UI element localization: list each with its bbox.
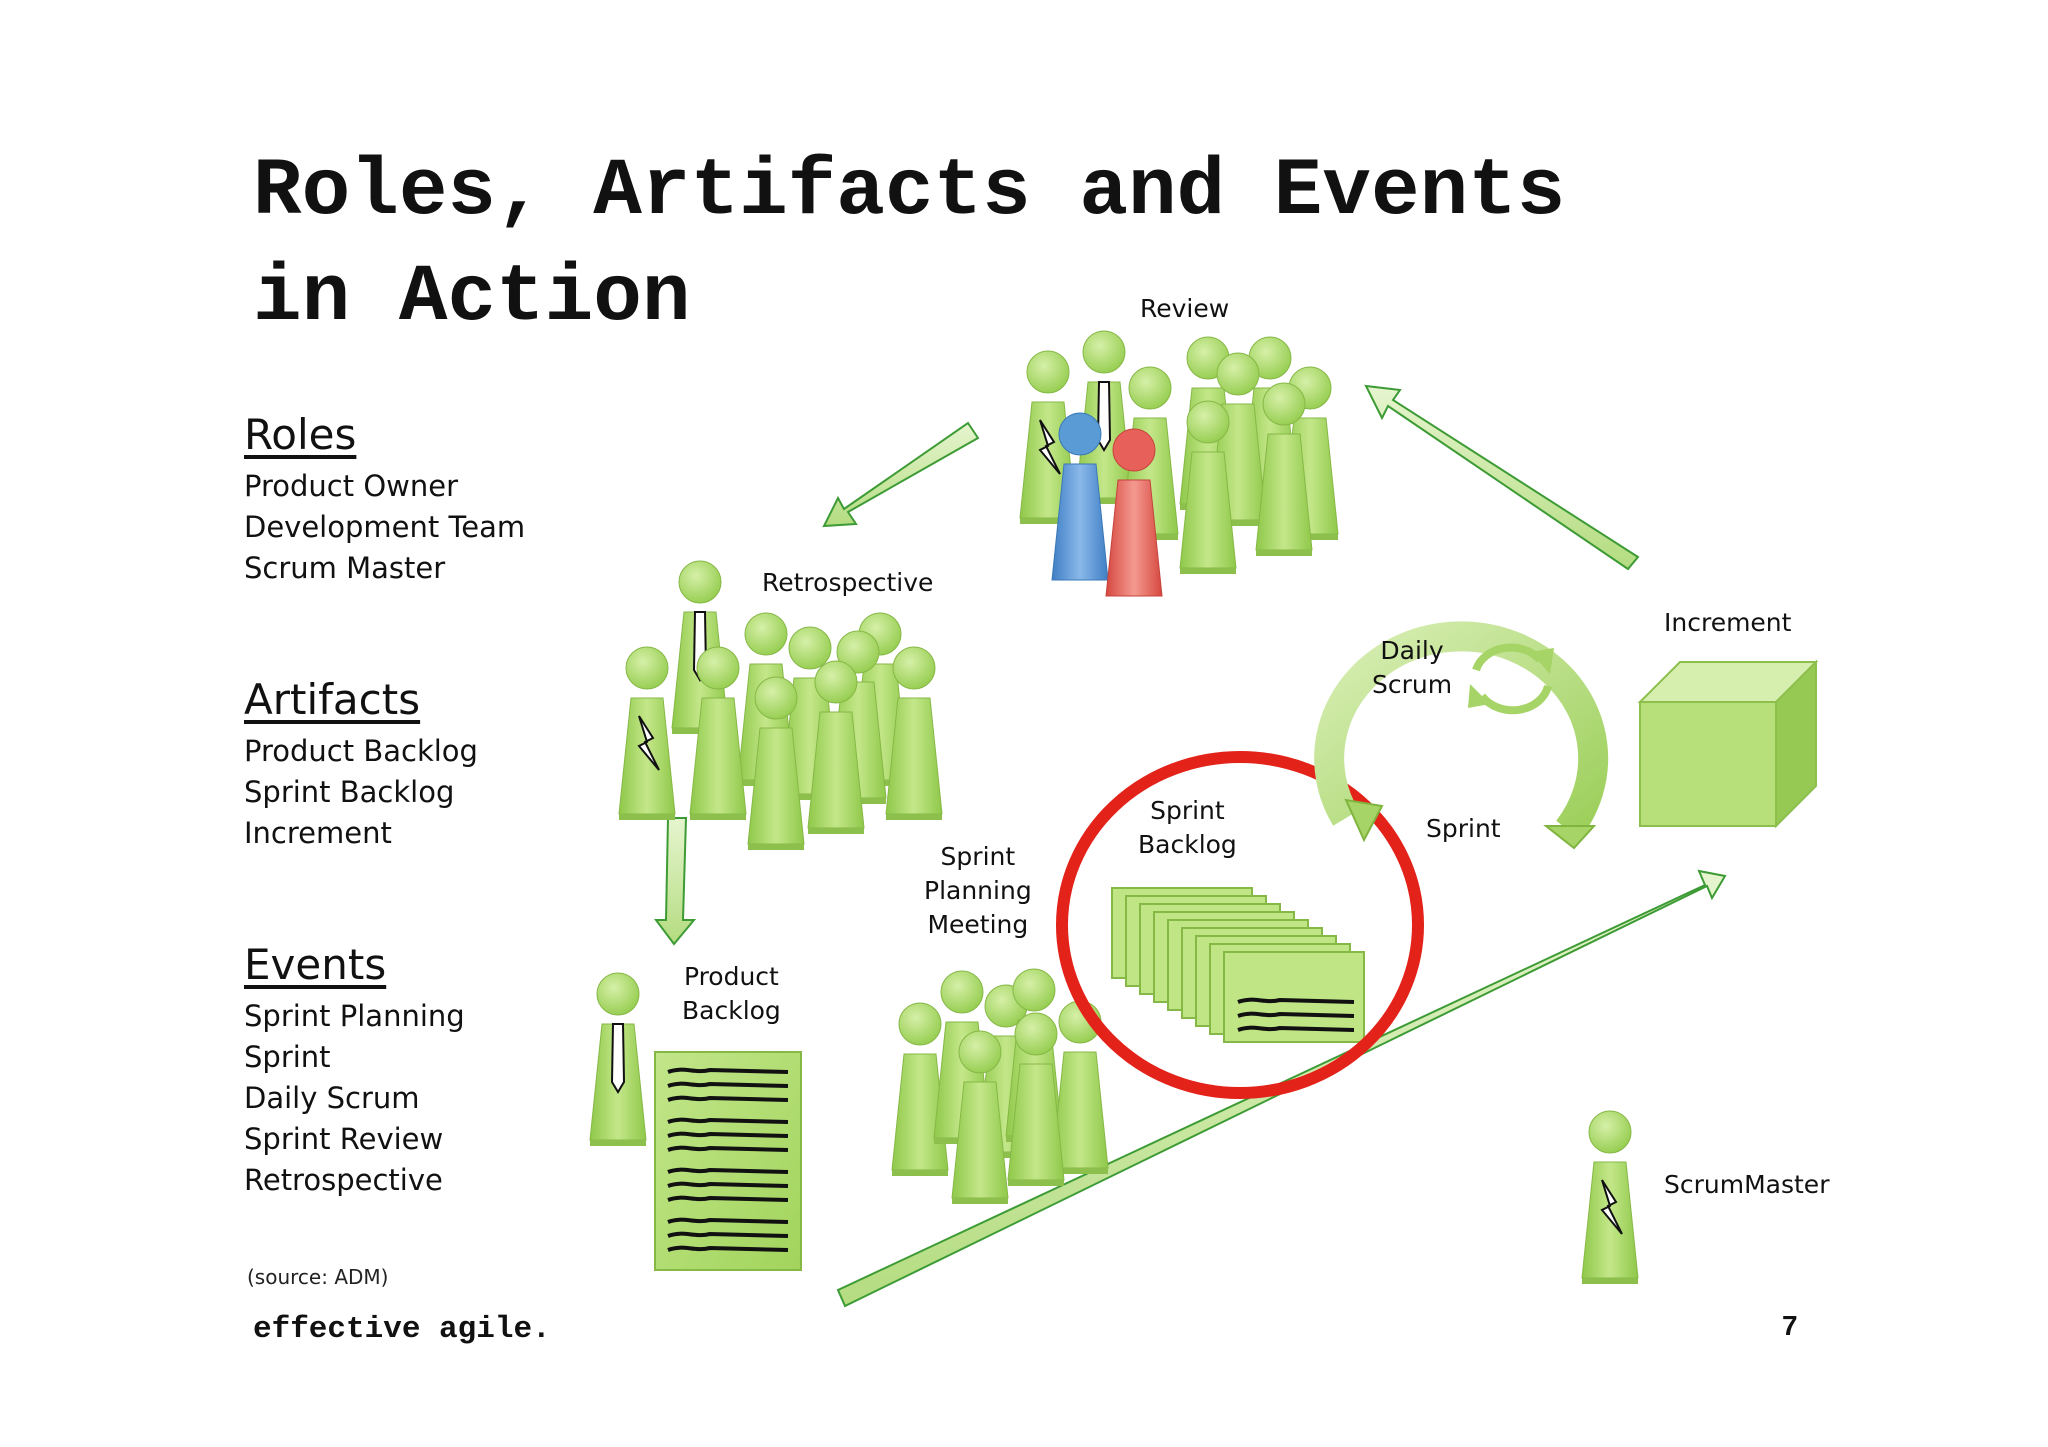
source-note: (source: ADM) (247, 1265, 389, 1289)
events-heading: Events (244, 940, 387, 989)
product-owner-figure (589, 972, 647, 1147)
artifacts-item: Sprint Backlog (244, 775, 455, 809)
sprint-backlog-label-line: Sprint (1150, 796, 1225, 825)
events-item: Sprint Planning (244, 999, 465, 1033)
sprint-planning-label-line: Meeting (927, 910, 1029, 939)
daily-scrum-label-line: Daily (1380, 636, 1444, 665)
sprint-backlog-cards (1110, 886, 1366, 1044)
events-item: Sprint Review (244, 1122, 444, 1156)
retrospective-to-backlog-arrow (654, 817, 697, 946)
increment-to-review-arrow (1364, 384, 1640, 571)
daily-scrum-label: Daily Scrum (1372, 634, 1452, 702)
sprint-planning-label-line: Sprint (940, 842, 1016, 871)
increment-label: Increment (1664, 608, 1792, 637)
sprint-planning-label: Sprint Planning Meeting (924, 840, 1032, 942)
stakeholder-figure (1105, 428, 1163, 597)
roles-section: Roles Product Owner Development Team Scr… (244, 410, 525, 589)
footer-brand: effective agile. (253, 1312, 551, 1347)
scrum-master-figure (1581, 1110, 1639, 1285)
daily-scrum-label-line: Scrum (1372, 670, 1453, 699)
review-label: Review (1140, 294, 1230, 323)
retrospective-team-figures (618, 560, 943, 851)
sprint-backlog-highlight-circle (1056, 751, 1424, 1099)
sprint-cycle-ring (1314, 621, 1609, 850)
sprint-planning-label-line: Planning (924, 876, 1032, 905)
sprint-backlog-label-line: Backlog (1138, 830, 1237, 859)
product-backlog-document (654, 1051, 802, 1271)
product-backlog-label-line: Backlog (682, 996, 781, 1025)
product-backlog-label-line: Product (683, 962, 779, 991)
roles-item: Product Owner (244, 469, 459, 503)
page-number: 7 (1782, 1310, 1798, 1341)
scrum-master-label: ScrumMaster (1664, 1170, 1830, 1199)
slide-title-line-2: in Action (253, 253, 691, 344)
artifacts-item: Increment (244, 816, 392, 850)
events-item: Sprint (244, 1040, 331, 1074)
roles-item: Development Team (244, 510, 526, 544)
sprint-label: Sprint (1426, 814, 1501, 843)
roles-heading: Roles (244, 410, 357, 459)
product-backlog-label: Product Backlog (682, 960, 781, 1028)
events-item: Daily Scrum (244, 1081, 420, 1115)
slide-title-line-1: Roles, Artifacts and Events (253, 147, 1566, 238)
sprint-planning-team-figures (891, 968, 1109, 1205)
sprint-backlog-label: Sprint Backlog (1138, 794, 1237, 862)
product-owner-figure (1051, 412, 1109, 581)
review-to-retrospective-arrow (822, 421, 980, 528)
increment-cube (1637, 659, 1819, 829)
artifacts-item: Product Backlog (244, 734, 478, 768)
daily-scrum-cycle-icon (1468, 643, 1554, 715)
events-section: Events Sprint Planning Sprint Daily Scru… (244, 940, 465, 1201)
artifacts-heading: Artifacts (244, 675, 421, 724)
slide-title: Roles, Artifacts and Events in Action (253, 140, 1853, 352)
artifacts-section: Artifacts Product Backlog Sprint Backlog… (244, 675, 478, 854)
roles-item: Scrum Master (244, 551, 446, 585)
events-item: Retrospective (244, 1163, 443, 1197)
retrospective-label: Retrospective (762, 568, 934, 597)
